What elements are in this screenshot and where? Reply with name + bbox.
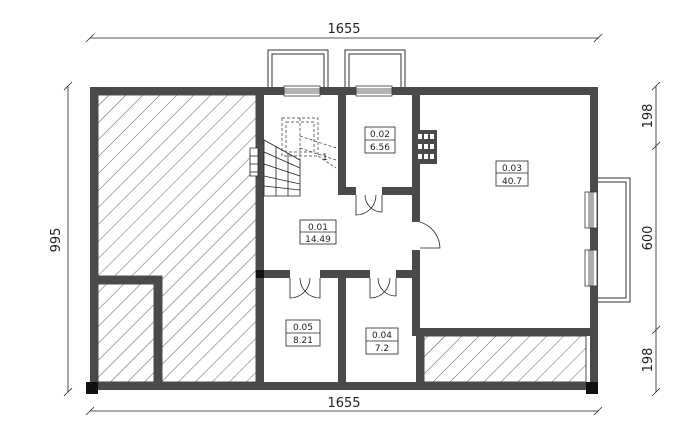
dimension-right-bottom-label: 198 [641, 348, 656, 373]
room-label-003: 0.03 40.7 [495, 160, 529, 187]
room-id: 0.02 [370, 130, 390, 140]
room-label-002: 0.02 6.56 [364, 126, 396, 154]
dimension-bottom-label: 1655 [327, 396, 360, 411]
room-area: 7.2 [375, 344, 389, 354]
room-id: 0.04 [372, 331, 392, 341]
staircase [249, 139, 301, 197]
room-area: 8.21 [293, 336, 313, 346]
dimension-top-label: 1655 [327, 22, 360, 37]
dimension-left-label: 995 [49, 228, 64, 253]
room-label-004: 0.04 7.2 [365, 327, 399, 355]
wall-windows [283, 85, 598, 287]
room-label-001: 0.01 14.49 [299, 219, 337, 245]
stair-above-dashed [281, 117, 337, 169]
dimension-left [63, 81, 73, 397]
dimension-right-top-label: 198 [641, 104, 656, 129]
room-area: 6.56 [370, 143, 390, 153]
room-id: 0.05 [293, 323, 313, 333]
hatched-zones [97, 94, 587, 383]
dimension-right-middle-label: 600 [641, 226, 656, 251]
room-label-005: 0.05 8.21 [285, 319, 321, 347]
room-id: 0.01 [308, 223, 328, 233]
dimension-bottom [85, 406, 603, 416]
room-id: 0.03 [502, 164, 522, 174]
dimension-right [651, 81, 661, 397]
room-area: 40.7 [502, 177, 522, 187]
dimension-top [85, 33, 603, 43]
room-area: 14.49 [305, 235, 331, 245]
doors [289, 194, 441, 299]
stair-arrow-label: 1 [322, 153, 328, 163]
vent-grid [415, 130, 437, 164]
